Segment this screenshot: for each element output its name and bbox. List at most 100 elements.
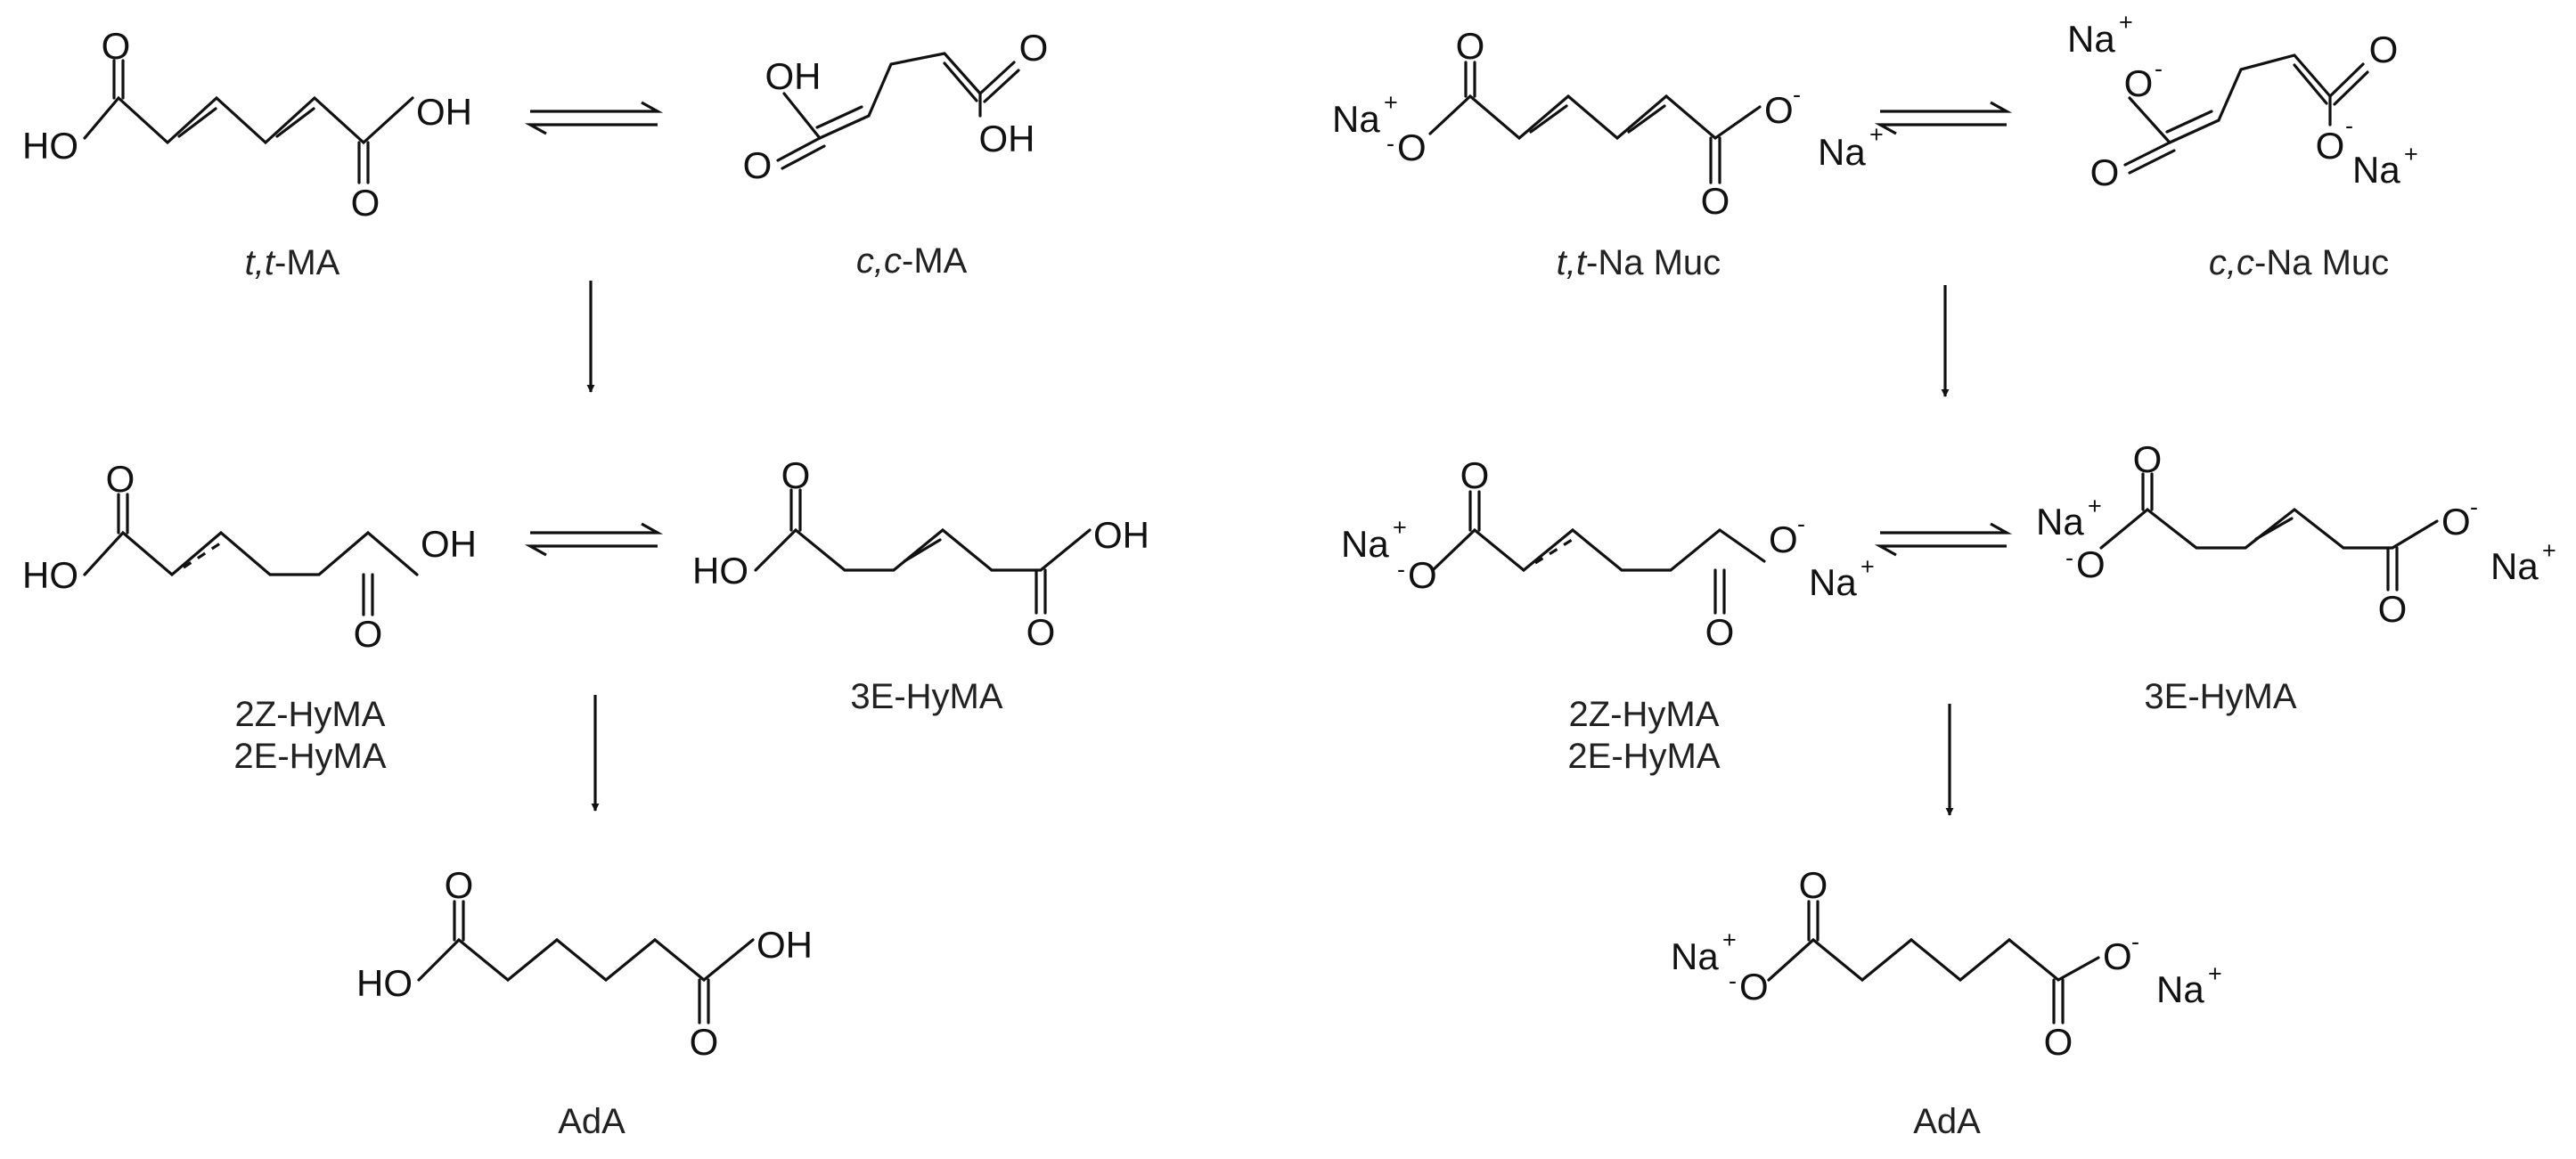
charge-minus: - [1397, 556, 1405, 583]
molecule-3e-hydromuconic-acid: O HO OH O [692, 454, 1149, 653]
atom-hydroxyl: HO [356, 962, 413, 1004]
atom-oxygen: O [354, 613, 383, 655]
caption-3e-hyma: 3E-HyMA [850, 677, 1002, 716]
atom-oxygen: O [690, 1021, 719, 1063]
charge-plus: + [1393, 514, 1407, 541]
atom-oxygen: O [102, 25, 131, 67]
atom-oxygen: O [1705, 611, 1735, 653]
charge-minus: - [1386, 130, 1394, 157]
atom-sodium: Na [2067, 18, 2115, 60]
atom-oxygen: O [1019, 27, 1049, 69]
atom-oxygen: O [1026, 611, 1056, 653]
atom-oxygen: O [2076, 543, 2106, 585]
atom-oxygen: O [2441, 501, 2471, 543]
charge-plus: + [1869, 121, 1884, 148]
molecule-tt-sodium-muconate: O Na + - O O - Na + O [1332, 25, 1884, 222]
molecule-3e-hydromuconate-salt: O Na + - O O - Na + O [2036, 438, 2556, 630]
atom-oxygen: O [743, 144, 773, 186]
caption-cc-ma: -MA [902, 241, 968, 281]
atom-oxygen: O [2378, 588, 2408, 630]
atom-oxygen: O [2090, 151, 2120, 193]
atom-hydroxyl: OH [979, 118, 1035, 159]
atom-oxygen: O [2124, 62, 2154, 104]
atom-hydroxyl: OH [1093, 514, 1149, 556]
molecule-cc-muconic-acid: OH O O OH [743, 27, 1049, 186]
caption-2e-hyma-salt: 2E-HyMA [1567, 737, 1720, 776]
atom-oxygen: O [2133, 438, 2163, 480]
atom-sodium: Na [2352, 149, 2400, 191]
atom-oxygen: O [2369, 29, 2399, 70]
equilibrium-arrow [524, 522, 664, 557]
charge-minus: - [2470, 494, 2478, 520]
caption-ada-salt: AdA [1913, 1102, 1981, 1141]
caption-ada: AdA [558, 1102, 626, 1141]
atom-oxygen: O [445, 864, 474, 906]
caption-tt-ma-italic: t,t [245, 243, 276, 282]
atom-oxygen: O [1769, 518, 1798, 560]
equilibrium-arrow [1874, 101, 2013, 135]
caption-3e-hyma-salt: 3E-HyMA [2144, 677, 2296, 716]
atom-hydroxyl: HO [22, 554, 78, 596]
charge-minus: - [2131, 928, 2139, 955]
charge-minus: - [1729, 967, 1737, 994]
caption-tt-ma: -MA [274, 243, 340, 282]
atom-hydroxyl: HO [22, 125, 78, 167]
atom-sodium: Na [1332, 98, 1380, 140]
molecule-2-hydromuconate-salt: O Na + - O O - Na + O [1341, 454, 1875, 653]
atom-hydroxyl: HO [692, 550, 748, 592]
atom-sodium: Na [1809, 561, 1857, 603]
atom-oxygen: O [1739, 966, 1769, 1008]
atom-oxygen: O [781, 454, 811, 496]
caption-cc-ma-italic: c,c [856, 241, 902, 281]
caption-cc-na-muc-italic: c,c [2209, 243, 2254, 282]
atom-sodium: Na [2156, 968, 2204, 1010]
atom-hydroxyl: OH [765, 55, 822, 97]
atom-oxygen: O [1460, 454, 1490, 496]
charge-plus: + [2119, 9, 2133, 36]
atom-hydroxyl: OH [416, 91, 472, 133]
atom-sodium: Na [2036, 501, 2084, 543]
equilibrium-arrow [1874, 522, 2013, 557]
molecule-cc-sodium-muconate: Na + O - O O O - Na + [2067, 9, 2418, 193]
atom-oxygen: O [1408, 554, 1437, 596]
atom-sodium: Na [1671, 935, 1719, 977]
atom-hydroxyl: OH [421, 523, 477, 565]
caption-tt-na-muc: -Na Muc [1586, 243, 1721, 282]
atom-oxygen: O [1701, 180, 1730, 222]
charge-plus: + [1722, 926, 1737, 953]
atom-hydroxyl: OH [756, 924, 813, 966]
atom-oxygen: O [2316, 125, 2345, 167]
charge-plus: + [2088, 493, 2102, 519]
atom-oxygen: O [1799, 864, 1828, 906]
atom-oxygen: O [1397, 127, 1427, 168]
caption-tt-na-muc-italic: t,t [1557, 243, 1588, 282]
molecule-adipic-acid: O HO OH O [356, 864, 813, 1063]
caption-2e-hyma: 2E-HyMA [233, 737, 386, 776]
equilibrium-arrow [524, 101, 664, 135]
atom-sodium: Na [2490, 545, 2539, 587]
charge-plus: + [2404, 141, 2418, 167]
caption-2z-hyma-salt: 2Z-HyMA [1569, 695, 1720, 734]
molecule-2-hydromuconic-acid: O HO OH O [22, 458, 477, 655]
caption-cc-na-muc: -Na Muc [2254, 243, 2389, 282]
atom-oxygen: O [2044, 1021, 2073, 1063]
caption-2z-hyma: 2Z-HyMA [235, 695, 386, 734]
atom-oxygen: O [1764, 89, 1794, 131]
atom-oxygen: O [106, 458, 135, 500]
charge-minus: - [1797, 510, 1805, 537]
charge-minus: - [2345, 112, 2353, 139]
atom-oxygen: O [1456, 25, 1485, 67]
atom-sodium: Na [1341, 523, 1389, 565]
charge-plus: + [1860, 553, 1875, 580]
charge-minus: - [2065, 544, 2073, 571]
charge-minus: - [1793, 81, 1801, 108]
atom-oxygen: O [2103, 935, 2132, 977]
charge-minus: - [2155, 55, 2163, 82]
charge-plus: + [1384, 89, 1398, 116]
molecule-sodium-adipate: O Na + - O O - Na + O [1671, 864, 2222, 1063]
atom-oxygen: O [351, 182, 380, 224]
molecule-tt-muconic-acid: O HO OH O [22, 25, 472, 224]
charge-plus: + [2208, 960, 2222, 987]
atom-sodium: Na [1818, 131, 1866, 173]
